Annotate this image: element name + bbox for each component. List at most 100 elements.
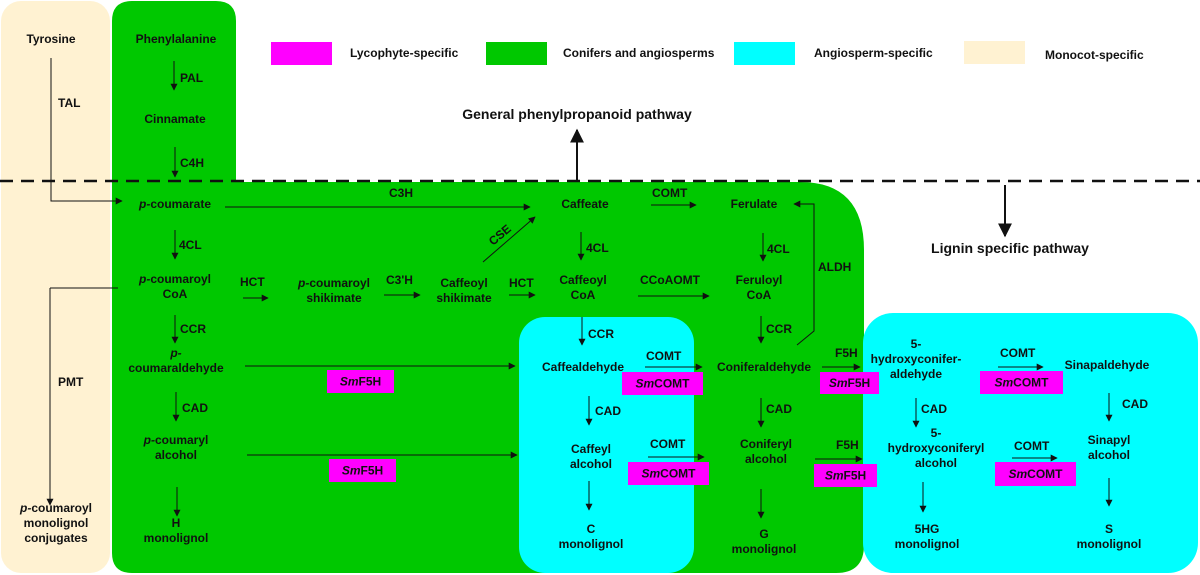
- smcomt-box-3: SmCOMT: [980, 371, 1063, 394]
- legend: Lycophyte-specific Conifers and angiospe…: [271, 41, 1144, 65]
- compound-phenylalanine: Phenylalanine: [136, 32, 217, 46]
- enzyme-cad-4: CAD: [921, 402, 947, 416]
- legend-label-conifers: Conifers and angiosperms: [563, 46, 715, 60]
- compound-caffealdehyde: Caffealdehyde: [542, 360, 624, 374]
- smf5h-box-1-bg: [327, 370, 394, 393]
- enzyme-comt-3: COMT: [1000, 346, 1036, 360]
- legend-label-monocot: Monocot-specific: [1045, 48, 1144, 62]
- arrow-aldh: [793, 200, 815, 346]
- smcomt-box-1: SmCOMT: [622, 372, 703, 395]
- arrows: [46, 58, 1113, 519]
- smcomt-box-2-label: SmCOMT: [641, 467, 696, 481]
- smf5h-box-2: SmF5H: [329, 459, 396, 482]
- compound-ferulate: Ferulate: [731, 197, 778, 211]
- monocot-region: [1, 1, 110, 573]
- enzyme-tal: TAL: [58, 96, 80, 110]
- smcomt-box-3-bg: [980, 371, 1063, 394]
- enzyme-ccoaomt: CCoAOMT: [640, 273, 701, 287]
- smf5h-box-4-bg: [814, 464, 877, 487]
- smcomt-box-4-label: SmCOMT: [1008, 467, 1063, 481]
- legend-swatch-angiosperm: [734, 42, 795, 65]
- smf5h-box-3: SmF5H: [820, 372, 879, 394]
- smcomt-box-4: SmCOMT: [995, 462, 1076, 486]
- smf5h-box-4: SmF5H: [814, 464, 877, 487]
- enzyme-pmt: PMT: [58, 375, 84, 389]
- legend-swatch-monocot: [964, 41, 1025, 64]
- compound-sinapaldehyde: Sinapaldehyde: [1065, 358, 1150, 372]
- smf5h-box-1-label: SmF5H: [340, 375, 381, 389]
- smf5h-box-3-bg: [820, 372, 879, 394]
- enzyme-c3h: C3H: [389, 186, 413, 200]
- compound-caffeate: Caffeate: [561, 197, 609, 211]
- enzyme-4cl-2: 4CL: [586, 241, 609, 255]
- smf5h-box-2-label: SmF5H: [342, 464, 383, 478]
- angiosperm-region-s: [863, 313, 1198, 573]
- smcomt-box-3-label: SmCOMT: [994, 376, 1049, 390]
- enzyme-c4h: C4H: [180, 156, 204, 170]
- compound-cinnamate: Cinnamate: [144, 112, 206, 126]
- smcomt-box-2: SmCOMT: [628, 462, 709, 485]
- arrow-cse: [482, 216, 536, 263]
- enzyme-c3prime-h: C3'H: [386, 273, 413, 287]
- enzyme-ccr-1: CCR: [180, 322, 206, 336]
- smcomt-box-4-bg: [995, 462, 1076, 486]
- arrow-tal: [50, 58, 123, 205]
- enzyme-ccr-2: CCR: [588, 327, 614, 341]
- enzyme-4cl-3: 4CL: [767, 242, 790, 256]
- smf5h-box-1: SmF5H: [327, 370, 394, 393]
- enzyme-pal: PAL: [180, 71, 203, 85]
- compound-p-coumarate: p-coumarate: [138, 197, 211, 211]
- enzyme-4cl-1: 4CL: [179, 238, 202, 252]
- legend-label-angiosperm: Angiosperm-specific: [814, 46, 933, 60]
- enzyme-comt-1: COMT: [652, 186, 688, 200]
- enzyme-cad-2: CAD: [595, 404, 621, 418]
- enzyme-comt-4: COMT: [650, 437, 686, 451]
- enzyme-cad-1: CAD: [182, 401, 208, 415]
- heading-general-pathway: General phenylpropanoid pathway: [462, 106, 692, 122]
- compound-hydroxyconiferaldehyde: 5-hydroxyconifer-aldehyde: [871, 337, 962, 381]
- smf5h-box-3-label: SmF5H: [829, 376, 870, 390]
- enzyme-f5h-2: F5H: [836, 438, 859, 452]
- heading-lignin-pathway: Lignin specific pathway: [931, 240, 1089, 256]
- conifer-angiosperm-region: [112, 1, 864, 573]
- enzyme-comt-2: COMT: [646, 349, 682, 363]
- compound-tyrosine: Tyrosine: [26, 32, 75, 46]
- enzyme-cad-3: CAD: [766, 402, 792, 416]
- enzyme-aldh: ALDH: [818, 260, 851, 274]
- enzyme-f5h-1: F5H: [835, 346, 858, 360]
- legend-swatch-lycophyte: [271, 42, 332, 65]
- compound-coniferaldehyde: Coniferaldehyde: [717, 360, 811, 374]
- smf5h-box-2-bg: [329, 459, 396, 482]
- enzyme-comt-5: COMT: [1014, 439, 1050, 453]
- smcomt-box-1-label: SmCOMT: [635, 377, 690, 391]
- legend-swatch-conifers: [486, 42, 547, 65]
- smcomt-box-1-bg: [622, 372, 703, 395]
- lycophyte-enzyme-boxes: SmF5H SmF5H SmCOMT SmCOMT SmF5H SmF5H SmCOMT Sm…: [327, 370, 1076, 487]
- smcomt-box-2-bg: [628, 462, 709, 485]
- enzyme-hct-2: HCT: [509, 276, 534, 290]
- enzyme-labels: TAL PAL C4H C3H 4CL HCT C3'H CSE HCT COM…: [58, 71, 1148, 453]
- compound-p-coumaraldehyde: p-coumaraldehyde: [128, 346, 224, 375]
- legend-label-lycophyte: Lycophyte-specific: [350, 46, 459, 60]
- enzyme-cad-5: CAD: [1122, 397, 1148, 411]
- enzyme-ccr-3: CCR: [766, 322, 792, 336]
- enzyme-hct-1: HCT: [240, 275, 265, 289]
